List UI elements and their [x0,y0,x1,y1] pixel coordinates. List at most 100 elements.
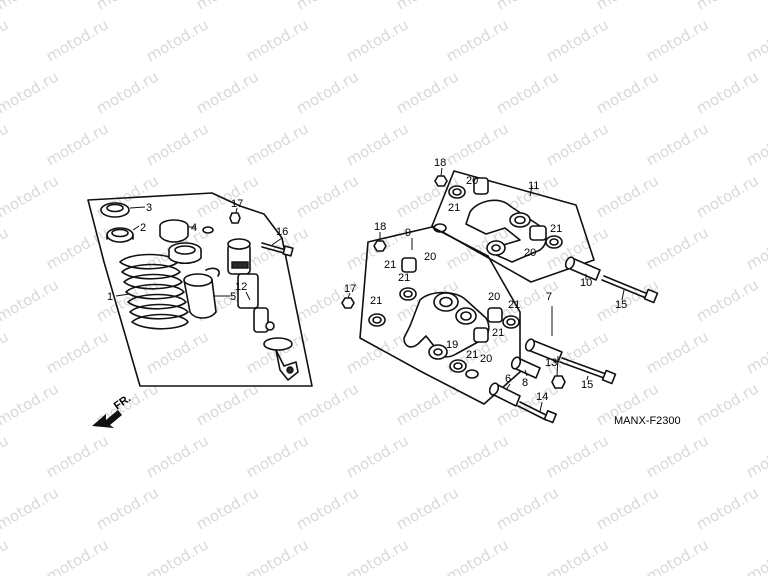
watermark-text: motod.ru [693,67,762,117]
watermark-text: motod.ru [543,535,612,576]
callout-14: 14 [536,391,548,403]
watermark-text: motod.ru [443,535,512,576]
callout-20-b: 20 [524,247,536,259]
collar-lower-part[interactable] [510,356,541,379]
watermark-text: motod.ru [0,119,12,169]
callout-20-e: 20 [480,353,492,365]
nut-lower-part[interactable] [341,297,355,309]
watermark-text: motod.ru [493,67,562,117]
watermark-text: motod.ru [293,483,362,533]
spring-seat-ring-part[interactable] [100,202,130,218]
callout-21-f: 21 [508,299,520,311]
watermark-text: motod.ru [193,67,262,117]
watermark-text: motod.ru [543,119,612,169]
watermark-text: motod.ru [243,119,312,169]
watermark-text: motod.ru [693,379,762,429]
watermark-text: motod.ru [0,327,12,377]
watermark-text: motod.ru [693,0,762,13]
watermark-text: motod.ru [693,171,762,221]
watermark-text: motod.ru [243,535,312,576]
watermark-text: motod.ru [243,431,312,481]
callout-7: 7 [546,291,552,303]
callout-15-bottom: 15 [581,379,593,391]
callout-21-b: 21 [550,223,562,235]
watermark-text: motod.ru [343,431,412,481]
watermark-text: motod.ru [43,535,112,576]
watermark-text: motod.ru [243,15,312,65]
watermark-text: motod.ru [643,119,712,169]
lock-nut-part[interactable] [106,227,134,243]
watermark-text: motod.ru [143,535,212,576]
callout-21-g: 21 [492,327,504,339]
shock-body-part[interactable] [227,238,299,381]
watermark-text: motod.ru [693,483,762,533]
watermark-text: motod.ru [143,119,212,169]
callout-17-right: 17 [344,283,356,295]
bolt-bottom-part[interactable] [517,401,557,424]
collar-bottom-part[interactable] [488,382,521,407]
callout-20-a: 20 [466,175,478,187]
collar-middle-part[interactable] [524,338,563,363]
shock-absorber-group [87,192,313,387]
watermark-text: motod.ru [393,67,462,117]
callout-19: 19 [446,339,458,351]
callout-4: 4 [191,222,197,234]
shock-guard-part[interactable] [183,267,220,319]
watermark-text: motod.ru [93,67,162,117]
watermark-text: motod.ru [743,119,768,169]
collar-upper-part[interactable] [564,256,601,281]
bolt-lower-part[interactable] [559,357,617,385]
callout-15-top: 15 [615,299,627,311]
connecting-rod-part[interactable] [368,257,520,379]
callout-13: 13 [545,357,557,369]
callout-20-d: 20 [488,291,500,303]
watermark-text: motod.ru [0,275,62,325]
callout-12: 12 [235,281,247,293]
lock-nut-small-part[interactable] [229,212,241,224]
watermark-text: motod.ru [343,15,412,65]
watermark-text: motod.ru [543,431,612,481]
spring-collar-part[interactable] [159,219,214,265]
callout-21-c: 21 [384,259,396,271]
callout-6: 6 [505,373,511,385]
nut-upper-part[interactable] [373,175,448,252]
watermark-text: motod.ru [193,171,262,221]
watermark-text: motod.ru [643,431,712,481]
watermark-text: motod.ru [443,15,512,65]
callout-18-mid: 18 [374,221,386,233]
callout-numbers: 1 2 3 4 5 12 16 17 18 18 17 11 20 21 21 … [107,157,627,403]
watermark-text: motod.ru [193,379,262,429]
watermark-text: motod.ru [0,431,12,481]
watermark-text: motod.ru [693,275,762,325]
watermark-text: motod.ru [343,119,412,169]
watermark-text: motod.ru [393,483,462,533]
watermark-text: motod.ru [743,327,768,377]
watermark-text: motod.ru [0,67,62,117]
watermark-text: motod.ru [743,15,768,65]
callout-21-d: 21 [398,272,410,284]
callout-10: 10 [580,277,592,289]
watermark-text: motod.ru [0,483,62,533]
nut-13-part[interactable] [551,375,566,389]
watermark-text: motod.ru [293,171,362,221]
watermark-text: motod.ru [643,327,712,377]
watermark-text: motod.ru [393,0,462,13]
watermark-text: motod.ru [343,535,412,576]
watermark-text: motod.ru [0,15,12,65]
watermark-text: motod.ru [593,171,662,221]
suspension-linkage-group [341,170,659,424]
callout-21-e: 21 [370,295,382,307]
watermark-text: motod.ru [0,379,62,429]
watermark-text: motod.ru [343,327,412,377]
watermark-text: motod.ru [643,223,712,273]
mounting-bolt-part[interactable] [261,242,294,257]
callout-2: 2 [140,222,146,234]
watermark-text: motod.ru [43,15,112,65]
watermark-text: motod.ru [743,535,768,576]
bolt-upper-part[interactable] [601,275,659,304]
watermark-text: motod.ru [443,431,512,481]
callout-1: 1 [107,291,113,303]
watermark-text: motod.ru [93,0,162,13]
watermark-text: motod.ru [143,327,212,377]
